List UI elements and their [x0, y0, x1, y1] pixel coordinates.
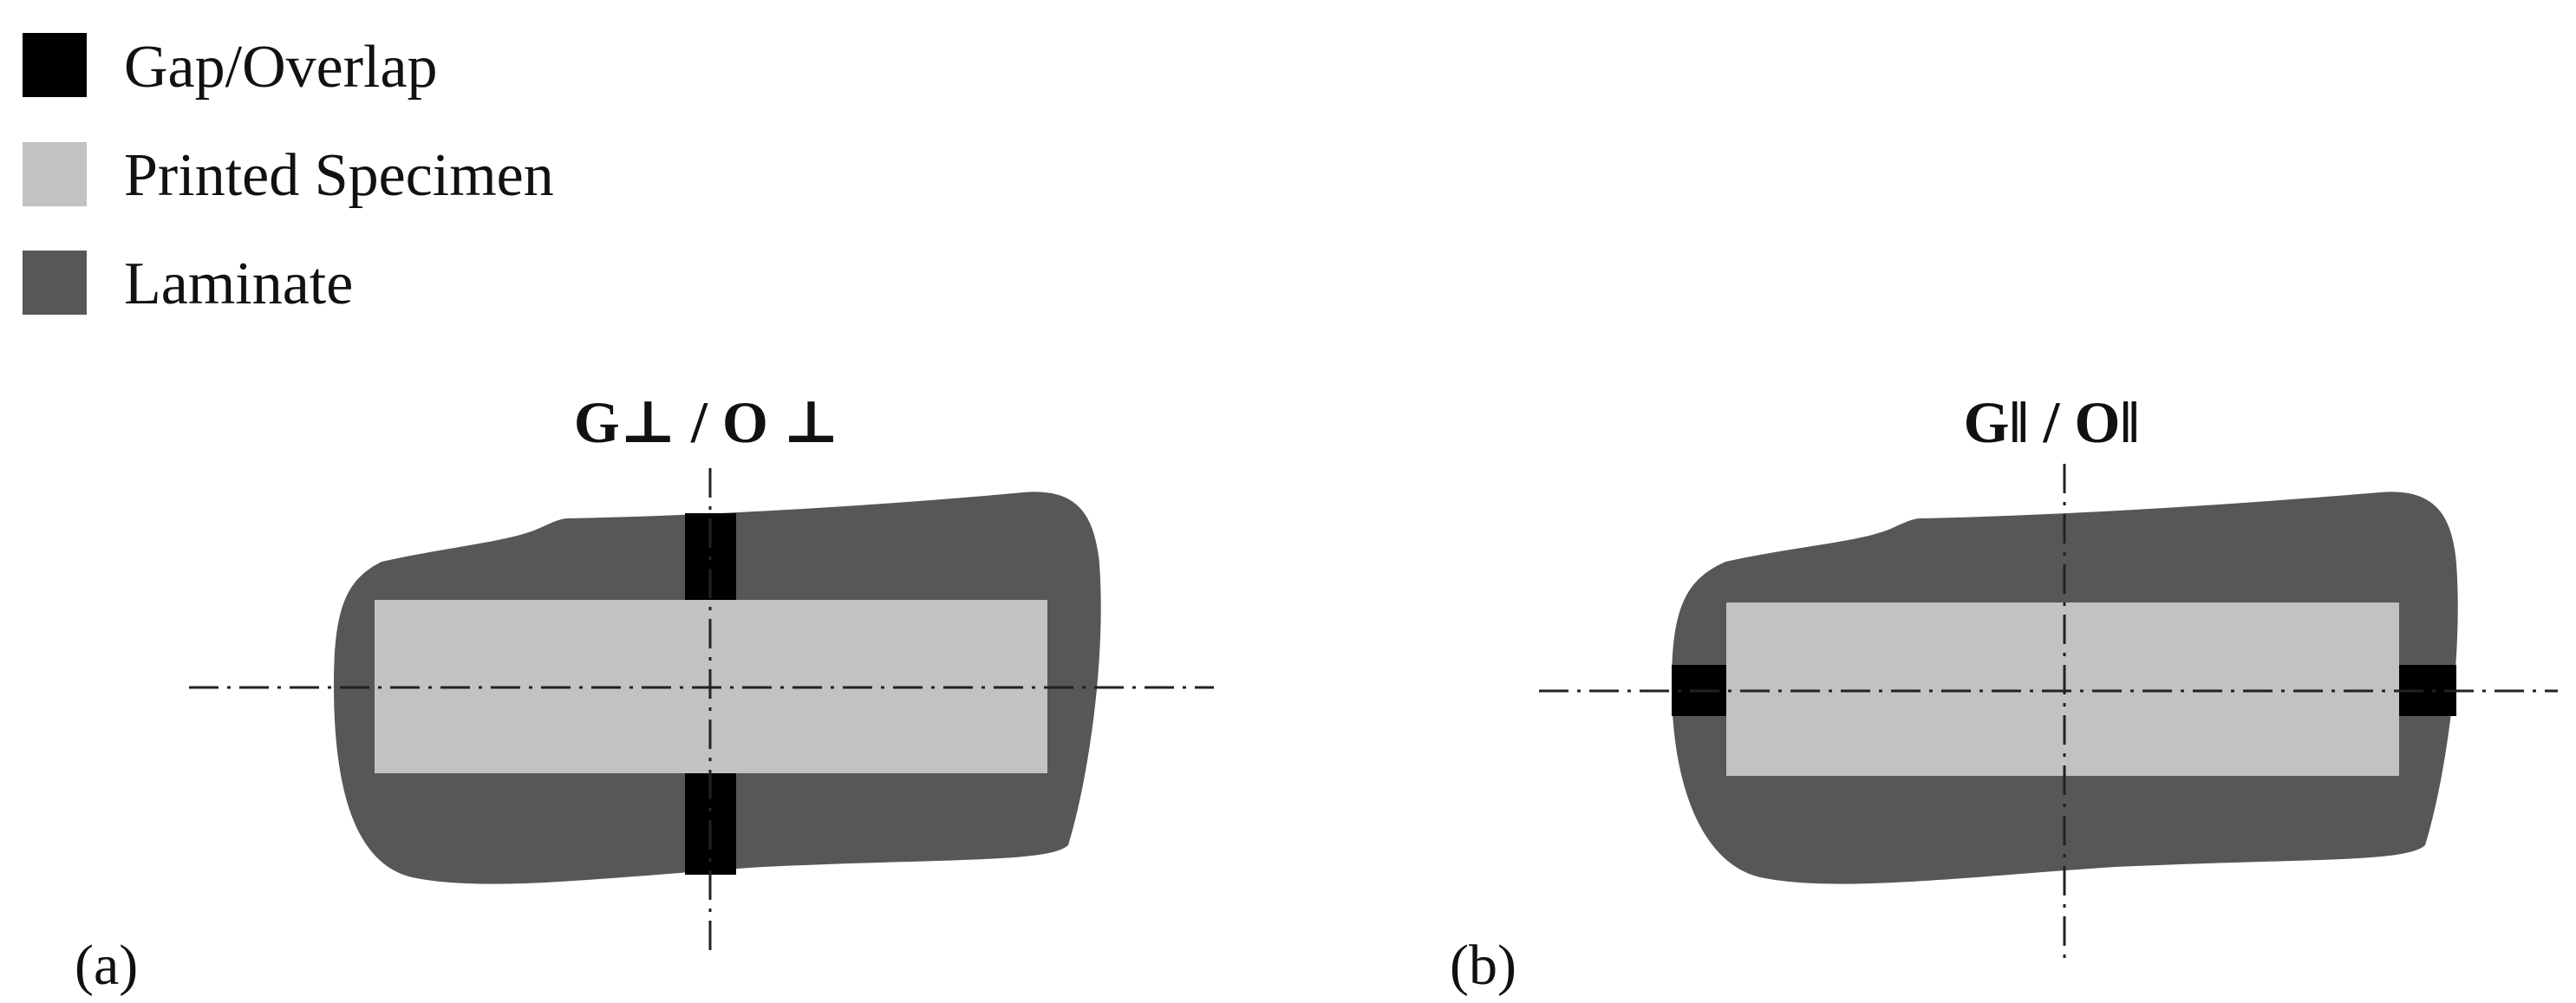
panel-b-title: G‖ / O‖ [1964, 389, 2140, 455]
legend-item-printed-specimen: Printed Specimen [23, 142, 554, 209]
legend-label-gap-overlap: Gap/Overlap [124, 34, 438, 101]
panel-a: G⊥ / O ⊥ (a) [75, 389, 1214, 997]
legend-label-laminate: Laminate [124, 251, 353, 317]
panel-b: G‖ / O‖ (b) [1450, 389, 2558, 997]
panel-b-printed-specimen [1726, 602, 2399, 776]
legend-item-gap-overlap: Gap/Overlap [23, 33, 438, 101]
panel-b-label: (b) [1450, 934, 1516, 997]
legend-swatch-printed-specimen [23, 142, 87, 206]
panel-a-label: (a) [75, 934, 138, 997]
legend-item-laminate: Laminate [23, 251, 353, 317]
legend-label-printed-specimen: Printed Specimen [124, 142, 554, 209]
legend: Gap/Overlap Printed Specimen Laminate [23, 33, 554, 317]
legend-swatch-laminate [23, 251, 87, 315]
panel-a-title: G⊥ / O ⊥ [574, 389, 839, 455]
legend-swatch-gap-overlap [23, 33, 87, 97]
